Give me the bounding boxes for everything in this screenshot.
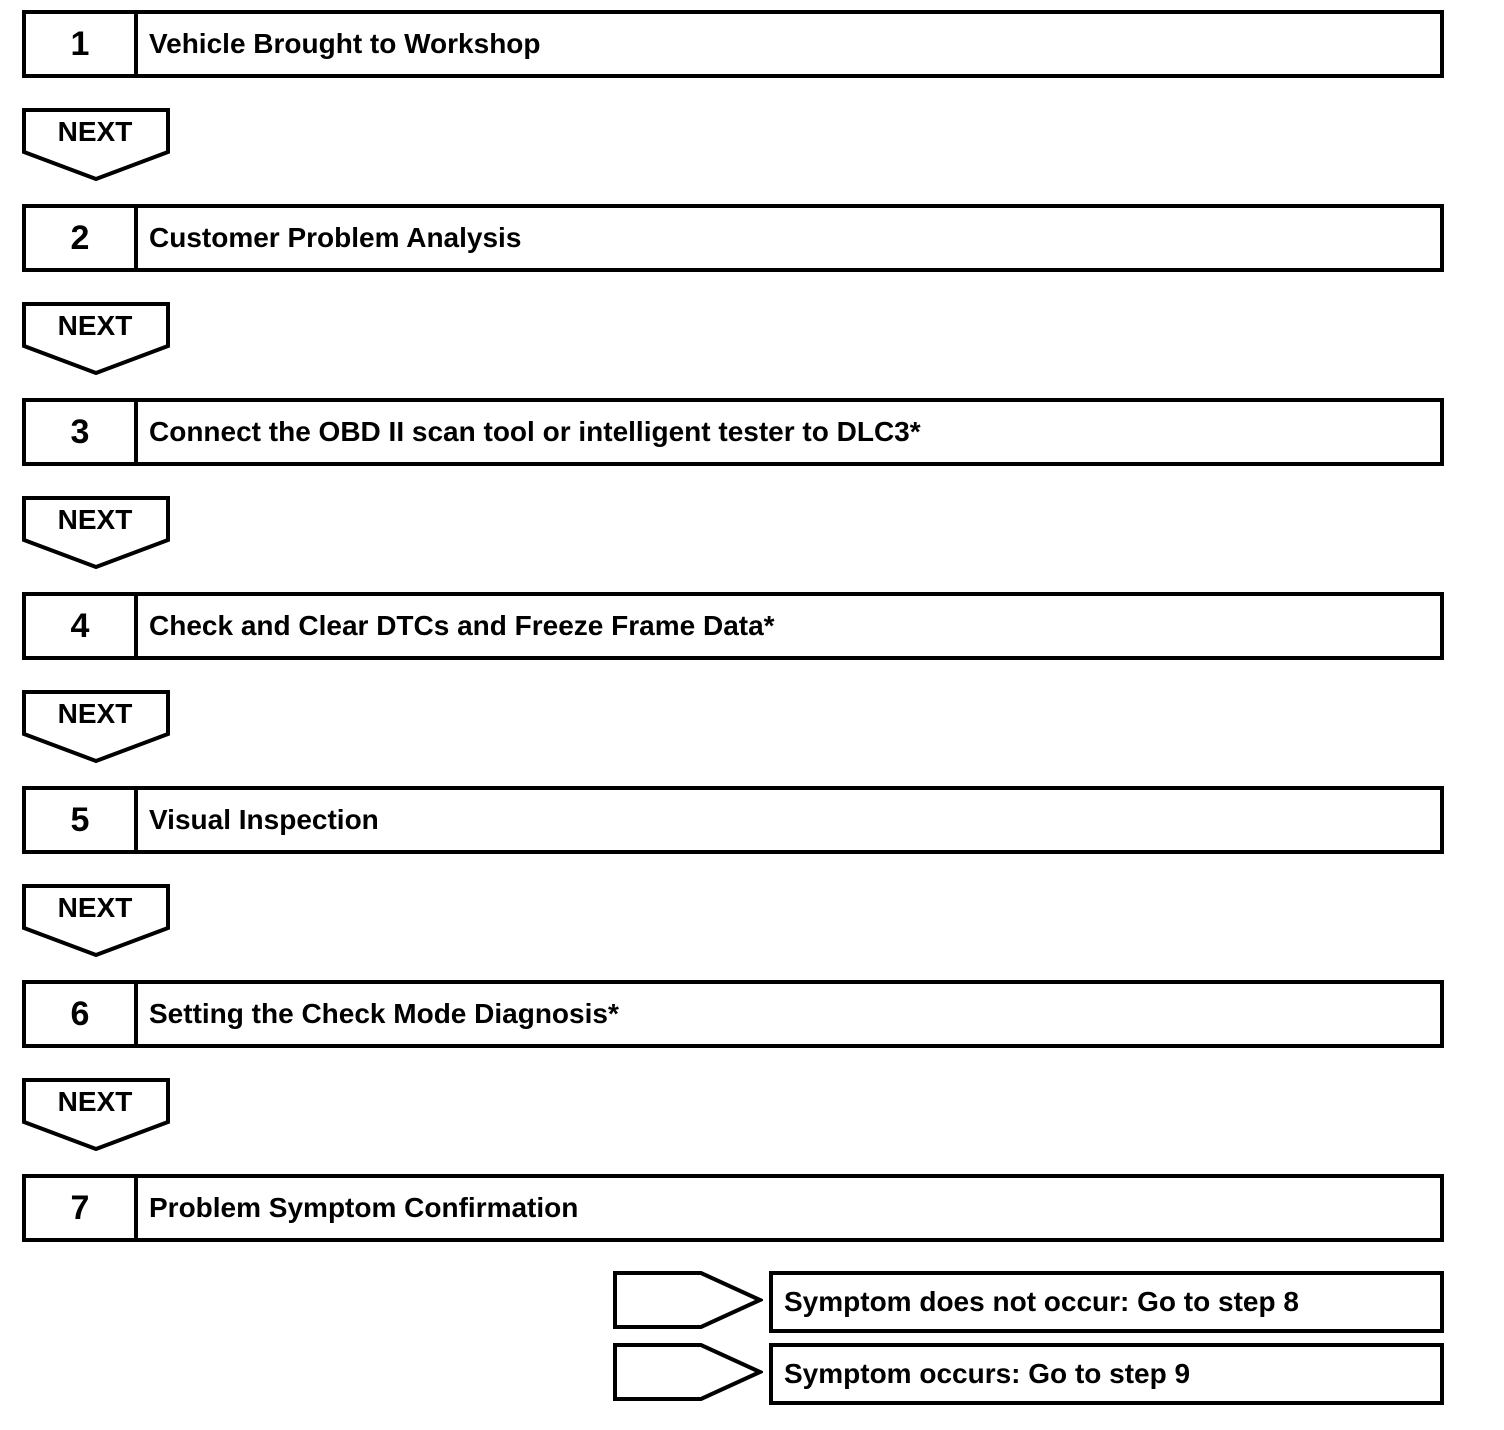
step-label: Visual Inspection: [149, 804, 379, 835]
step-5: 5 Visual Inspection: [22, 786, 1444, 854]
down-arrow-icon: [22, 302, 170, 376]
next-arrow: NEXT: [22, 302, 170, 376]
step-7: 7 Problem Symptom Confirmation: [22, 1174, 1444, 1242]
step-2: 2 Customer Problem Analysis: [22, 204, 1444, 272]
step-label: Customer Problem Analysis: [149, 222, 522, 253]
step-number: 4: [26, 596, 138, 656]
down-arrow-icon: [22, 1078, 170, 1152]
next-label: NEXT: [57, 116, 133, 147]
step-label: Problem Symptom Confirmation: [149, 1192, 579, 1223]
step-number: 7: [26, 1178, 138, 1238]
next-arrow: NEXT: [22, 108, 170, 182]
next-arrow: NEXT: [22, 1078, 170, 1152]
step-label: Vehicle Brought to Workshop: [149, 28, 541, 59]
step-number: 3: [26, 402, 138, 462]
step-number: 1: [26, 14, 138, 74]
step-number: 6: [26, 984, 138, 1044]
step-label: Connect the OBD II scan tool or intellig…: [149, 416, 921, 447]
step-label: Setting the Check Mode Diagnosis*: [149, 998, 619, 1029]
next-label: NEXT: [57, 698, 133, 729]
next-arrow: NEXT: [22, 884, 170, 958]
down-arrow-icon: [22, 690, 170, 764]
next-label: NEXT: [57, 892, 133, 923]
branch-result-no-symptom: Symptom does not occur: Go to step 8: [769, 1271, 1444, 1333]
step-4: 4 Check and Clear DTCs and Freeze Frame …: [22, 592, 1444, 660]
step-3: 3 Connect the OBD II scan tool or intell…: [22, 398, 1444, 466]
down-arrow-icon: [22, 884, 170, 958]
next-arrow: NEXT: [22, 496, 170, 570]
right-arrow-icon: [613, 1271, 765, 1329]
right-arrow-icon: [613, 1343, 765, 1401]
down-arrow-icon: [22, 108, 170, 182]
down-arrow-icon: [22, 496, 170, 570]
branch-result-symptom: Symptom occurs: Go to step 9: [769, 1343, 1444, 1405]
next-label: NEXT: [57, 1086, 133, 1117]
next-label: NEXT: [57, 310, 133, 341]
next-arrow: NEXT: [22, 690, 170, 764]
step-number: 5: [26, 790, 138, 850]
step-number: 2: [26, 208, 138, 268]
next-label: NEXT: [57, 504, 133, 535]
step-1: 1 Vehicle Brought to Workshop: [22, 10, 1444, 78]
step-label: Check and Clear DTCs and Freeze Frame Da…: [149, 610, 775, 641]
step-6: 6 Setting the Check Mode Diagnosis*: [22, 980, 1444, 1048]
